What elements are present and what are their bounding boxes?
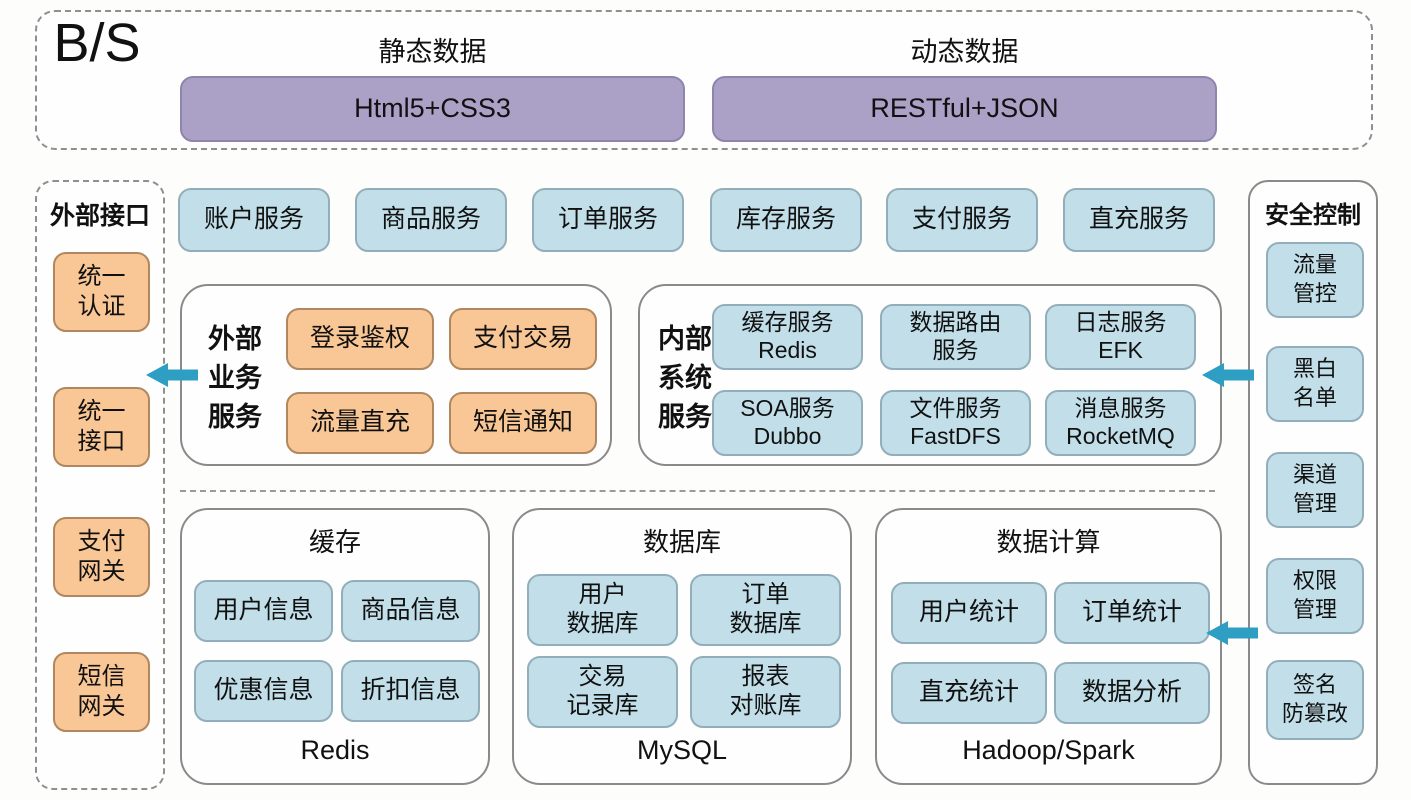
node-payment-service: 支付服务 — [886, 188, 1038, 252]
cache-group-footer: Redis — [300, 735, 370, 765]
database-group-title: 数据库 — [642, 527, 721, 557]
node-discount-info: 折扣信息 — [341, 660, 480, 722]
bs-label: B/S — [53, 13, 141, 73]
cache-group-panel: 缓存 用户信息 商品信息 优惠信息 折扣信息 Redis — [180, 508, 490, 785]
node-product-service: 商品服务 — [355, 188, 507, 252]
cache-group-title: 缓存 — [308, 527, 361, 557]
section-divider — [180, 490, 1215, 492]
node-blackwhite-list: 黑白 名单 — [1266, 346, 1364, 422]
database-group-footer: MySQL — [636, 735, 728, 765]
node-order-stats: 订单统计 — [1054, 582, 1210, 644]
data-computing-title: 数据计算 — [996, 527, 1101, 557]
internal-services-arrow-icon — [1201, 360, 1255, 390]
node-data-analysis: 数据分析 — [1054, 662, 1210, 724]
node-soa-service-dubbo: SOA服务 Dubbo — [712, 390, 863, 456]
node-inventory-service: 库存服务 — [710, 188, 862, 252]
external-business-panel: 外部 业务 服务 登录鉴权 支付交易 流量直充 短信通知 — [180, 284, 612, 466]
external-interface-title: 外部接口 — [49, 202, 150, 230]
node-order-service: 订单服务 — [532, 188, 684, 252]
node-transaction-record-db: 交易 记录库 — [527, 656, 678, 728]
data-computing-panel: 数据计算 用户统计 订单统计 直充统计 数据分析 Hadoop/Spark — [875, 508, 1222, 785]
security-control-title: 安全控制 — [1265, 202, 1361, 229]
node-permission-management: 权限 管理 — [1266, 558, 1364, 634]
node-sms-notify: 短信通知 — [449, 392, 597, 454]
node-traffic-control: 流量 管控 — [1266, 242, 1364, 318]
static-data-header: 静态数据 — [378, 37, 487, 67]
node-payment-transaction: 支付交易 — [449, 308, 597, 370]
node-data-recharge: 流量直充 — [286, 392, 434, 454]
node-product-info: 商品信息 — [341, 580, 480, 642]
external-interface-panel: 外部接口 统一 认证 统一 接口 支付 网关 短信 网关 — [35, 180, 165, 790]
node-payment-gateway: 支付 网关 — [53, 517, 150, 597]
node-file-service-fastdfs: 文件服务 FastDFS — [880, 390, 1031, 456]
data-computing-arrow-icon — [1205, 618, 1259, 648]
node-account-service: 账户服务 — [178, 188, 330, 252]
node-login-auth: 登录鉴权 — [286, 308, 434, 370]
database-group-panel: 数据库 用户 数据库 订单 数据库 交易 记录库 报表 对账库 MySQL — [512, 508, 852, 785]
node-cache-service-redis: 缓存服务 Redis — [712, 304, 863, 370]
node-report-reconciliation-db: 报表 对账库 — [690, 656, 841, 728]
node-sms-gateway: 短信 网关 — [53, 652, 150, 732]
node-recharge-service: 直充服务 — [1063, 188, 1215, 252]
node-unified-auth: 统一 认证 — [53, 252, 150, 332]
browser-layer-panel: B/S 静态数据 动态数据 Html5+CSS3 RESTful+JSON — [35, 10, 1373, 150]
internal-system-title: 内部 系统 服务 — [658, 323, 712, 432]
node-order-db: 订单 数据库 — [690, 574, 841, 646]
node-log-service-efk: 日志服务 EFK — [1045, 304, 1196, 370]
node-signature-antitamper: 签名 防篡改 — [1266, 660, 1364, 740]
security-control-panel: 安全控制 流量 管控 黑白 名单 渠道 管理 权限 管理 签名 防篡改 — [1248, 180, 1378, 785]
node-data-routing-service: 数据路由 服务 — [880, 304, 1031, 370]
internal-system-panel: 内部 系统 服务 缓存服务 Redis 数据路由 服务 日志服务 EFK SOA… — [638, 284, 1222, 466]
node-restful-json: RESTful+JSON — [712, 76, 1217, 142]
left-arrow-icon — [145, 360, 199, 390]
node-user-info: 用户信息 — [194, 580, 333, 642]
dynamic-data-header: 动态数据 — [910, 37, 1019, 67]
external-business-title: 外部 业务 服务 — [208, 323, 262, 432]
node-html5-css3: Html5+CSS3 — [180, 76, 685, 142]
node-recharge-stats: 直充统计 — [891, 662, 1047, 724]
node-message-service-rocketmq: 消息服务 RocketMQ — [1045, 390, 1196, 456]
node-unified-interface: 统一 接口 — [53, 387, 150, 467]
node-user-stats: 用户统计 — [891, 582, 1047, 644]
data-computing-footer: Hadoop/Spark — [962, 735, 1135, 765]
node-coupon-info: 优惠信息 — [194, 660, 333, 722]
node-user-db: 用户 数据库 — [527, 574, 678, 646]
node-channel-management: 渠道 管理 — [1266, 452, 1364, 528]
